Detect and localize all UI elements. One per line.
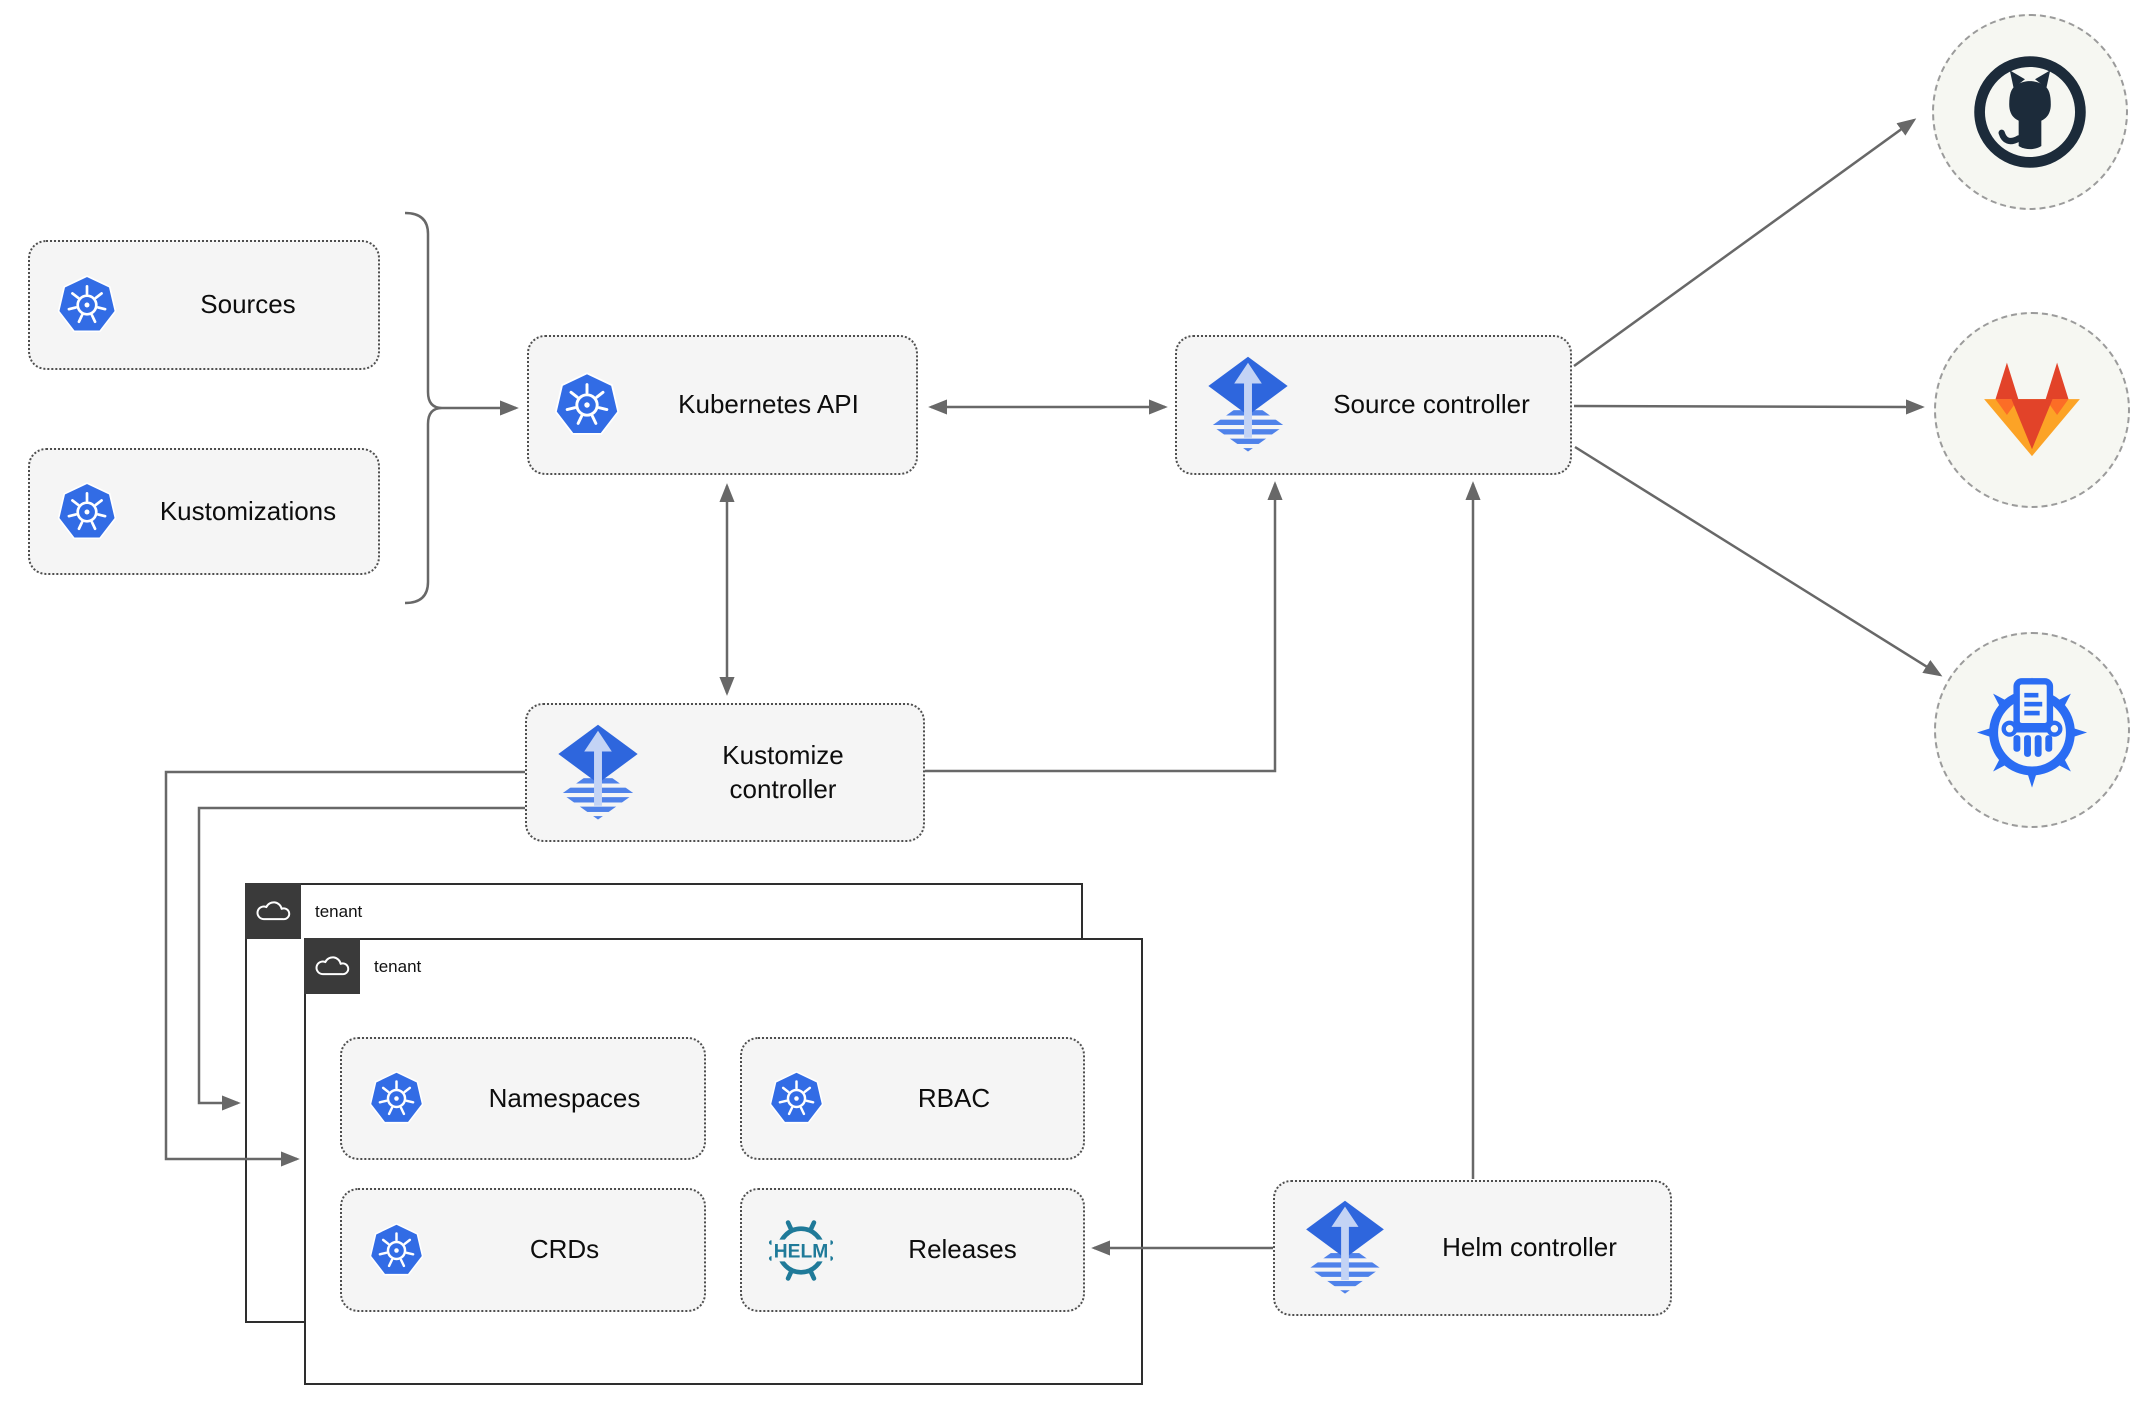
kubernetes-icon	[56, 275, 118, 335]
tenant-front-label: tenant	[374, 957, 422, 976]
kubernetes-icon	[768, 1071, 825, 1126]
kubernetes-icon	[368, 1223, 425, 1278]
gitlab-circle	[1934, 312, 2130, 508]
tenant-box-front: tenant	[303, 937, 1143, 1385]
kubernetes-icon	[368, 1071, 425, 1126]
flux-icon	[1203, 355, 1293, 455]
namespaces-box: Namespaces	[340, 1037, 706, 1160]
kustomizations-label: Kustomizations	[159, 495, 337, 526]
source-to-chartmuseum-arrow	[1574, 445, 1943, 677]
cloud-icon	[314, 953, 350, 979]
kustomize-to-source-arrow	[925, 481, 1283, 773]
sources-box: Sources	[28, 240, 380, 370]
kustomizations-box: Kustomizations	[28, 448, 380, 575]
helm-controller-box: Helm controller	[1273, 1180, 1672, 1316]
releases-label: Releases	[908, 1234, 1017, 1265]
flux-icon	[1301, 1199, 1389, 1297]
github-octocat-icon	[1967, 49, 2093, 175]
kubernetes-icon	[553, 372, 621, 438]
kubernetes-api-box: Kubernetes API	[527, 335, 918, 475]
flux-icon	[553, 723, 643, 823]
kustomize-controller-label: Kustomize controller	[722, 739, 844, 804]
rbac-label: RBAC	[917, 1082, 991, 1113]
helm-controller-label: Helm controller	[1442, 1232, 1617, 1263]
chartmuseum-circle	[1934, 632, 2130, 828]
tenant-front-header	[303, 937, 360, 994]
source-to-gitlab-arrow	[1573, 399, 1925, 415]
source-controller-label: Source controller	[1333, 389, 1530, 420]
rbac-box: RBAC	[740, 1037, 1085, 1160]
kubernetes-icon	[56, 482, 118, 542]
crds-box: CRDs	[340, 1188, 706, 1312]
sources-label: Sources	[200, 289, 296, 320]
crds-label: CRDs	[529, 1234, 600, 1265]
tenant-back-header	[244, 882, 301, 939]
group-brace	[404, 211, 443, 605]
github-circle	[1932, 14, 2128, 210]
namespaces-label: Namespaces	[488, 1082, 641, 1113]
tenant-back-label: tenant	[315, 902, 363, 921]
releases-box: Releases	[740, 1188, 1085, 1312]
kubernetes-api-label: Kubernetes API	[678, 389, 859, 420]
chartmuseum-wheel-icon	[1968, 666, 2096, 794]
kustomize-controller-box: Kustomize controller	[525, 703, 925, 842]
source-controller-box: Source controller	[1175, 335, 1572, 475]
gitlab-tanuki-icon	[1975, 358, 2089, 463]
helm-logo-icon	[760, 1212, 842, 1289]
source-to-github-arrow	[1573, 118, 1917, 368]
cloud-icon	[255, 898, 291, 924]
